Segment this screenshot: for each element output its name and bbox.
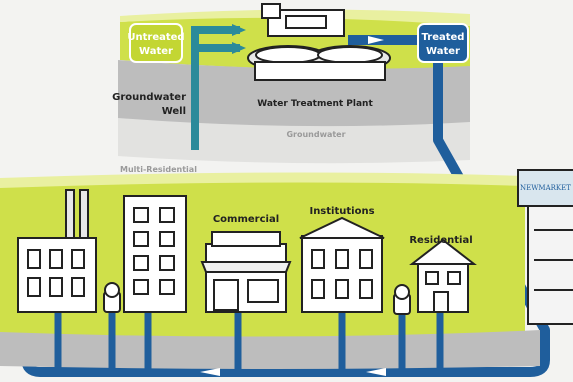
residential-label: Residential [409,235,472,246]
water-tower-icon [517,169,573,325]
building-left [17,189,97,313]
institutions-label: Institutions [309,206,374,217]
multi-residential-label: Multi-Residential [120,165,197,174]
groundwater-well-label-line1: Groundwater [112,92,186,103]
treated-water-label-line2: Water [426,46,460,57]
untreated-water-label-box: Untreated Water [127,23,185,63]
green-band-bottom-light [0,172,525,188]
flow-arrow-icon [368,36,384,44]
untreated-water-label-line2: Water [139,46,173,57]
flow-arrow-icon [232,42,246,54]
fire-hydrant-icon [103,282,121,313]
water-tower-sign-text: NEWMARKET [520,184,571,192]
groundwater-layer [118,118,470,164]
groundwater-label: Groundwater [286,130,345,139]
untreated-water-label-line1: Untreated [127,32,184,43]
water-treatment-plant-label: Water Treatment Plant [257,99,373,109]
building-institutions [299,216,385,313]
treated-water-label-box: Treated Water [417,23,469,63]
groundwater-well-label-line2: Well [162,106,186,117]
flow-arrow-icon [200,368,220,376]
building-multi-residential [123,195,187,313]
flow-arrow-icon [232,24,246,36]
water-treatment-plant-building [247,3,391,81]
fire-hydrant-icon [393,284,411,315]
building-residential [409,238,477,313]
treated-water-label-line1: Treated [422,32,465,43]
building-commercial [200,231,292,313]
flow-arrow-icon [366,368,386,376]
commercial-label: Commercial [213,214,279,225]
